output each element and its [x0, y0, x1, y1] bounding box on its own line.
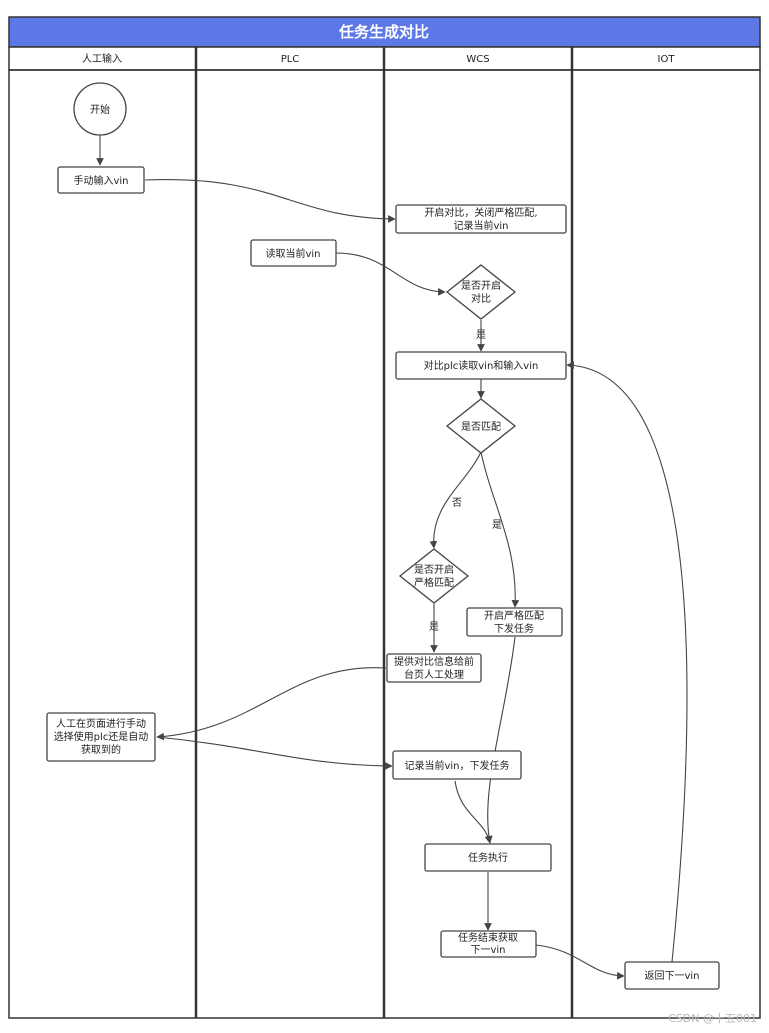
node-enable-compare: 开启对比，关闭严格匹配, 记录当前vin — [395, 204, 567, 234]
edge-label-yes-strict: 是 — [429, 621, 439, 633]
edge-labels: 是 否 是 是 — [429, 329, 502, 633]
edge-is-match-to-strict-dispatch — [480, 451, 520, 608]
edge-return-to-compare — [566, 361, 688, 963]
node-is-match: 是否匹配 — [445, 398, 517, 454]
lane-bodies — [8, 47, 761, 1019]
svg-text:开始: 开始 — [90, 103, 110, 116]
svg-text:对比plc读取vin和输入vin: 对比plc读取vin和输入vin — [424, 359, 539, 372]
diagram-title: 任务生成对比 — [338, 23, 429, 41]
node-is-compare-enabled: 是否开启 对比 — [445, 264, 517, 320]
svg-text:任务执行: 任务执行 — [468, 851, 508, 864]
node-provide-compare-info: 提供对比信息给前 台页人工处理 — [386, 653, 482, 683]
watermark: CSDN @十五001 — [668, 1011, 757, 1025]
node-record-vin-dispatch: 记录当前vin，下发任务 — [392, 750, 522, 780]
edge-is-match-to-is-strict — [429, 451, 482, 549]
svg-text:台页人工处理: 台页人工处理 — [404, 668, 464, 681]
svg-text:下一vin: 下一vin — [470, 945, 505, 956]
edge-record-to-execute — [454, 780, 493, 844]
svg-text:人工在页面进行手动: 人工在页面进行手动 — [56, 717, 146, 730]
title-bar: 任务生成对比 — [8, 16, 761, 48]
nodes: 开始 手动输入vin 开启对比，关闭严格匹配, 记录当前vin 读取当前vin … — [46, 82, 720, 990]
svg-text:记录当前vin，下发任务: 记录当前vin，下发任务 — [404, 759, 509, 772]
node-manual-input-vin: 手动输入vin — [57, 166, 145, 194]
lane-header-iot: IOT — [658, 54, 676, 65]
node-read-current-vin: 读取当前vin — [250, 239, 337, 267]
svg-text:提供对比信息给前: 提供对比信息给前 — [394, 655, 474, 668]
svg-text:是否开启: 是否开启 — [414, 563, 454, 576]
edge-manual-choice-to-record — [156, 736, 393, 770]
svg-text:是否开启: 是否开启 — [461, 279, 501, 292]
svg-text:对比: 对比 — [471, 292, 491, 305]
svg-text:开启对比，关闭严格匹配,: 开启对比，关闭严格匹配, — [424, 206, 537, 219]
node-compare-vins: 对比plc读取vin和输入vin — [395, 351, 567, 380]
edge-task-end-to-return — [535, 944, 625, 980]
svg-text:严格匹配: 严格匹配 — [414, 576, 454, 589]
node-manual-page-choice: 人工在页面进行手动 选择使用plc还是自动 获取到的 — [46, 712, 156, 762]
edge-read-vin-to-is-compare — [335, 252, 446, 296]
node-start: 开始 — [73, 82, 127, 136]
edge-manual-input-to-enable-compare — [144, 179, 396, 223]
svg-text:手动输入vin: 手动输入vin — [73, 174, 128, 187]
svg-text:读取当前vin: 读取当前vin — [265, 247, 320, 260]
svg-text:选择使用plc还是自动: 选择使用plc还是自动 — [54, 730, 149, 743]
svg-text:任务结束获取: 任务结束获取 — [458, 931, 518, 944]
edge-provide-info-to-manual-choice — [156, 667, 387, 741]
edges — [96, 135, 688, 980]
edge-label-yes-compare: 是 — [476, 329, 486, 341]
svg-text:获取到的: 获取到的 — [81, 743, 121, 756]
node-return-next-vin: 返回下一vin — [624, 961, 720, 990]
edge-label-no-match: 否 — [452, 497, 462, 509]
edge-strict-dispatch-to-execute — [484, 636, 516, 844]
lane-header-plc: PLC — [281, 54, 300, 65]
node-task-execute: 任务执行 — [424, 843, 552, 872]
svg-text:记录当前vin: 记录当前vin — [453, 219, 508, 232]
svg-text:返回下一vin: 返回下一vin — [644, 970, 699, 982]
svg-text:开启严格匹配: 开启严格匹配 — [484, 609, 544, 622]
lane-header-manual: 人工输入 — [82, 52, 122, 65]
node-enable-strict-dispatch: 开启严格匹配 下发任务 — [466, 607, 563, 637]
svg-text:是否匹配: 是否匹配 — [461, 421, 501, 433]
node-task-end-get-next: 任务结束获取 下一vin — [440, 930, 537, 958]
node-is-strict-enabled: 是否开启 严格匹配 — [398, 548, 470, 604]
edge-label-yes-match: 是 — [492, 519, 502, 531]
lane-header-wcs: WCS — [466, 54, 489, 65]
svg-text:下发任务: 下发任务 — [494, 622, 534, 635]
